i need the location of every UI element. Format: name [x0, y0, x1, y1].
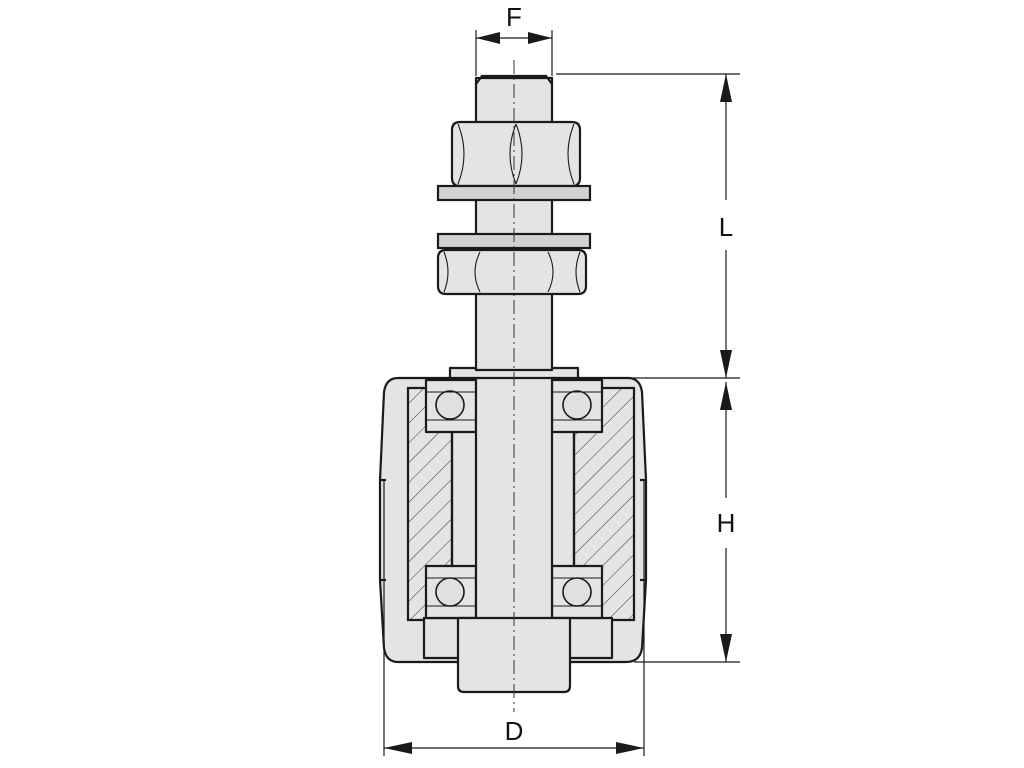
dimension-label-d: D	[505, 716, 524, 746]
dimension-label-h: H	[717, 508, 736, 538]
dimension-label-f: F	[506, 2, 522, 32]
dimension-d: D	[383, 480, 645, 756]
bearing-ball	[435, 390, 465, 420]
lower-left-bearing	[424, 564, 478, 620]
lower-nut	[436, 248, 588, 296]
dimension-label-l: L	[719, 212, 733, 242]
dimension-l: L	[556, 73, 740, 379]
upper-right-bearing	[550, 378, 604, 434]
upper-left-bearing	[424, 378, 478, 434]
dimension-f: F	[475, 2, 553, 76]
bearing-ball	[562, 390, 592, 420]
bearing-ball	[562, 577, 592, 607]
dimension-h: H	[634, 382, 740, 663]
bearing-ball	[435, 577, 465, 607]
lower-right-bearing	[550, 564, 604, 620]
upper-nut	[450, 120, 582, 188]
